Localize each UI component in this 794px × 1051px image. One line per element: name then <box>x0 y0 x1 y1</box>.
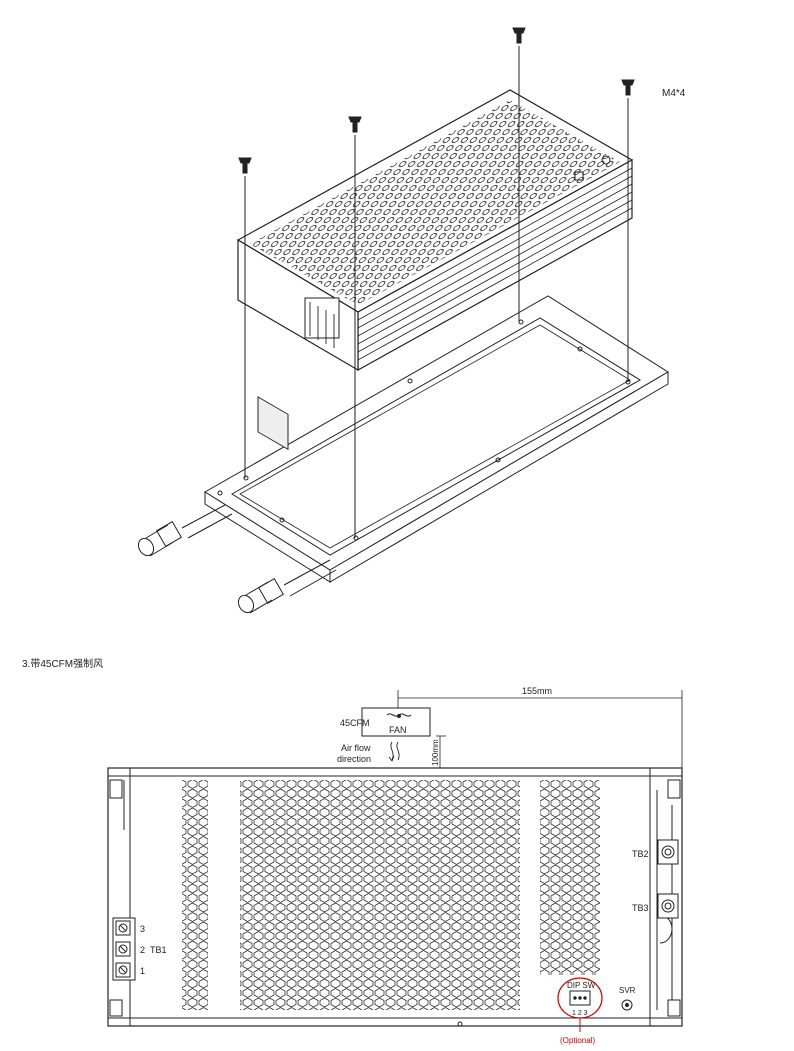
airflow-label-line1: Air flow <box>341 743 371 753</box>
svr-potentiometer <box>621 999 633 1011</box>
svr-label: SVR <box>619 986 636 995</box>
fan-label: FAN <box>389 725 407 735</box>
tb1-pin-1: 1 <box>140 966 145 976</box>
height-dimension-label: 100mm <box>431 739 440 766</box>
screws <box>238 27 635 538</box>
width-dimension-label: 155mm <box>522 686 552 696</box>
screw-1 <box>238 157 252 478</box>
tb2-label: TB2 <box>632 849 649 859</box>
coolant-pipe-1 <box>137 504 233 557</box>
exploded-view <box>137 27 669 614</box>
tb1-pin-3: 3 <box>140 924 145 934</box>
bottom-marker <box>457 1021 463 1027</box>
tb3-label: TB3 <box>632 903 649 913</box>
dip-switch-label: DIP SW <box>567 981 596 990</box>
width-dimension <box>397 690 683 770</box>
tb2-terminal <box>657 839 679 865</box>
tb1-pin-2: 2 <box>140 945 145 955</box>
screw-size-label: M4*4 <box>662 88 686 99</box>
screw-3 <box>512 27 526 322</box>
tb1-label: TB1 <box>150 945 167 955</box>
dip-switch <box>569 990 591 1006</box>
screw-2 <box>348 116 362 538</box>
coolant-pipe-2 <box>237 559 337 614</box>
screw-4 <box>621 79 635 382</box>
optional-label: (Optional) <box>560 1036 595 1045</box>
fan-box <box>361 707 431 737</box>
heatsink-plate <box>204 295 669 583</box>
power-supply-box <box>236 89 634 451</box>
airflow-arrows <box>388 741 400 762</box>
enclosure-front-view <box>107 767 683 1027</box>
section-heading: 3.带45CFM强制风 <box>22 657 103 670</box>
airflow-label-line2: direction <box>337 754 371 764</box>
dip-switch-pins: 1 2 3 <box>572 1010 588 1017</box>
tb1-terminal <box>112 917 136 981</box>
tb3-terminal <box>657 893 679 919</box>
fan-cfm-label: 45CFM <box>340 718 370 728</box>
ventilation-pattern <box>182 780 600 1010</box>
